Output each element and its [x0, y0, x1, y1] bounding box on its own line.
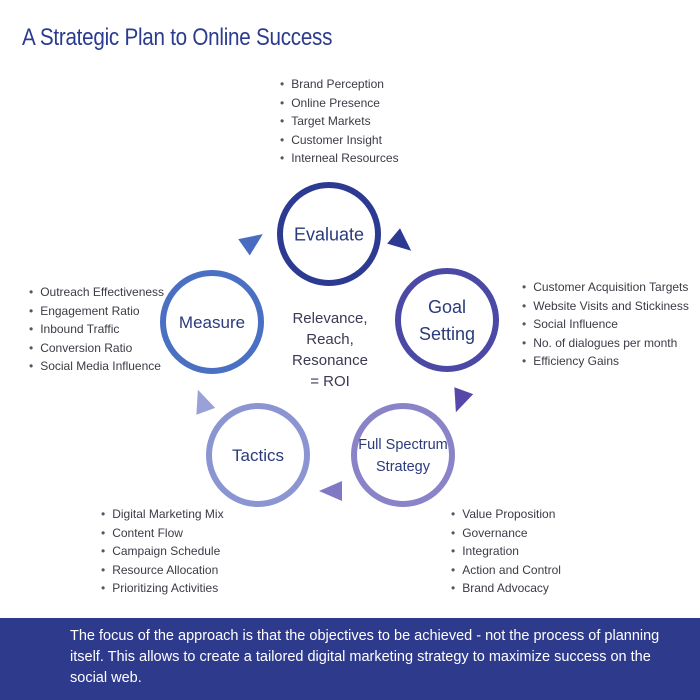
- list-item: Social Influence: [522, 315, 689, 334]
- list-item: Content Flow: [101, 524, 224, 543]
- flow-arrow-icon: [319, 481, 342, 501]
- list-item: Website Visits and Stickiness: [522, 297, 689, 316]
- list-item: No. of dialogues per month: [522, 334, 689, 353]
- full-spectrum-strategy-circle: [351, 403, 455, 507]
- tactics-list: Digital Marketing Mix Content Flow Campa…: [101, 505, 224, 598]
- list-item: Online Presence: [280, 94, 399, 113]
- list-item: Resource Allocation: [101, 561, 224, 580]
- evaluate-node: Evaluate: [277, 182, 381, 286]
- footer-text: The focus of the approach is that the ob…: [70, 628, 660, 686]
- full-spectrum-strategy-label: Full Spectrum: [358, 437, 447, 453]
- flow-arrow-icon: [238, 234, 263, 256]
- evaluate-circle: [277, 182, 381, 286]
- list-item: Engagement Ratio: [29, 302, 164, 321]
- list-item: Customer Insight: [280, 131, 399, 150]
- goal-setting-list: Customer Acquisition Targets Website Vis…: [522, 278, 689, 371]
- page-title: A Strategic Plan to Online Success: [22, 24, 333, 51]
- measure-list: Outreach Effectiveness Engagement Ratio …: [29, 283, 164, 376]
- list-item: Prioritizing Activities: [101, 579, 224, 598]
- tactics-node: Tactics: [206, 403, 310, 507]
- full-spectrum-strategy-label: Strategy: [376, 459, 431, 475]
- footer-banner: The focus of the approach is that the ob…: [0, 618, 700, 700]
- goal-setting-label: Setting: [419, 324, 475, 344]
- full-spectrum-list: Value Proposition Governance Integration…: [451, 505, 561, 598]
- goal-setting-label: Goal: [428, 297, 466, 317]
- evaluate-list: Brand Perception Online Presence Target …: [280, 75, 399, 168]
- list-item: Target Markets: [280, 112, 399, 131]
- measure-label: Measure: [179, 313, 245, 332]
- evaluate-label: Evaluate: [294, 224, 364, 244]
- list-item: Governance: [451, 524, 561, 543]
- flow-arrow-icon: [196, 389, 216, 415]
- center-line: Reach,: [306, 331, 354, 348]
- list-item: Inbound Traffic: [29, 320, 164, 339]
- list-item: Action and Control: [451, 561, 561, 580]
- center-line: Resonance: [292, 352, 368, 369]
- list-item: Outreach Effectiveness: [29, 283, 164, 302]
- list-item: Brand Advocacy: [451, 579, 561, 598]
- list-item: Customer Acquisition Targets: [522, 278, 689, 297]
- list-item: Integration: [451, 542, 561, 561]
- list-item: Campaign Schedule: [101, 542, 224, 561]
- flow-arrow-icon: [454, 387, 474, 413]
- center-statement: Relevance, Reach, Resonance = ROI: [270, 308, 390, 392]
- flow-arrow-icon: [387, 228, 412, 251]
- tactics-circle: [206, 403, 310, 507]
- list-item: Value Proposition: [451, 505, 561, 524]
- list-item: Digital Marketing Mix: [101, 505, 223, 524]
- list-item: Brand Perception: [280, 75, 399, 94]
- list-item: Conversion Ratio: [29, 339, 164, 358]
- center-line: Relevance,: [292, 310, 368, 327]
- list-item: Efficiency Gains: [522, 352, 689, 371]
- list-item: Interneal Resources: [280, 149, 398, 168]
- tactics-label: Tactics: [232, 446, 284, 465]
- list-item: Social Media Influence: [29, 357, 164, 376]
- goal-setting-circle: [395, 268, 499, 372]
- center-line: = ROI: [310, 373, 350, 390]
- measure-node: Measure: [160, 270, 264, 374]
